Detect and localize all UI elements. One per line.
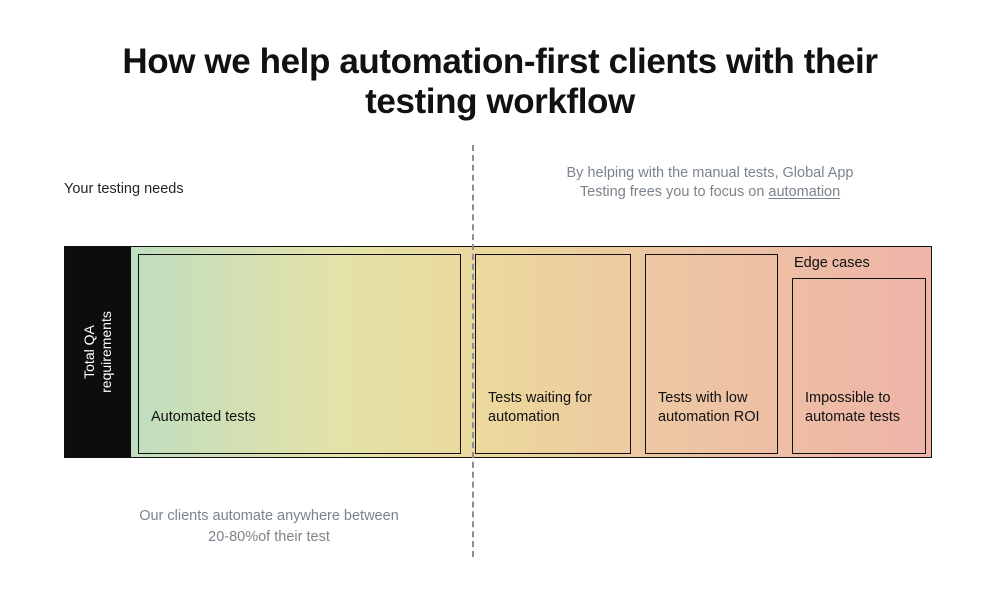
bar-segments: Automated tests Tests waiting for automa… xyxy=(131,247,933,457)
bottom-caption: Our clients automate anywhere between 20… xyxy=(104,506,434,548)
bottom-caption-line-1: Our clients automate anywhere between xyxy=(139,508,399,524)
left-caption: Your testing needs xyxy=(64,181,184,197)
segment-header-label: Edge cases xyxy=(794,255,870,271)
segment-label: Automated tests xyxy=(151,409,256,425)
bottom-caption-line-2: 20-80%of their test xyxy=(208,529,330,545)
segment-box: Impossible to automate tests xyxy=(792,278,926,454)
right-caption-line-1: By helping with the manual tests, Global… xyxy=(566,165,854,181)
right-caption-line-2: Testing frees you to focus on xyxy=(579,184,769,200)
right-caption: By helping with the manual tests, Global… xyxy=(520,164,900,202)
segment-box: Automated tests xyxy=(138,254,461,454)
automation-link[interactable]: automation xyxy=(768,184,841,200)
segment-label: Tests waiting for automation xyxy=(488,390,592,425)
segment-edge-cases[interactable]: Edge cases Impossible to automate tests xyxy=(785,247,933,459)
qa-requirements-bar: Total QA requirements Automated tests Te… xyxy=(64,246,932,458)
total-qa-axis-label: Total QA requirements xyxy=(81,311,115,393)
segment-label: Impossible to automate tests xyxy=(805,390,901,425)
axis-label-line-2: requirements xyxy=(98,311,115,393)
segment-box: Tests waiting for automation xyxy=(475,254,631,454)
title-emphasis: automation-first xyxy=(339,42,600,81)
title-part-2: clients with their testing workflow xyxy=(365,42,878,121)
segment-automated-tests[interactable]: Automated tests xyxy=(131,247,468,459)
segment-tests-with-low-automation-roi[interactable]: Tests with low automation ROI xyxy=(638,247,785,459)
axis-label-line-1: Total QA xyxy=(81,325,98,379)
dashed-divider-line xyxy=(472,145,474,557)
segment-tests-waiting-for-automation[interactable]: Tests waiting for automation xyxy=(468,247,638,459)
segment-box: Tests with low automation ROI xyxy=(645,254,778,454)
page-title: How we help automation-first clients wit… xyxy=(70,42,930,122)
total-qa-axis-block: Total QA requirements xyxy=(65,247,131,457)
segment-label: Tests with low automation ROI xyxy=(658,390,760,425)
title-part-1: How we help xyxy=(122,42,340,81)
